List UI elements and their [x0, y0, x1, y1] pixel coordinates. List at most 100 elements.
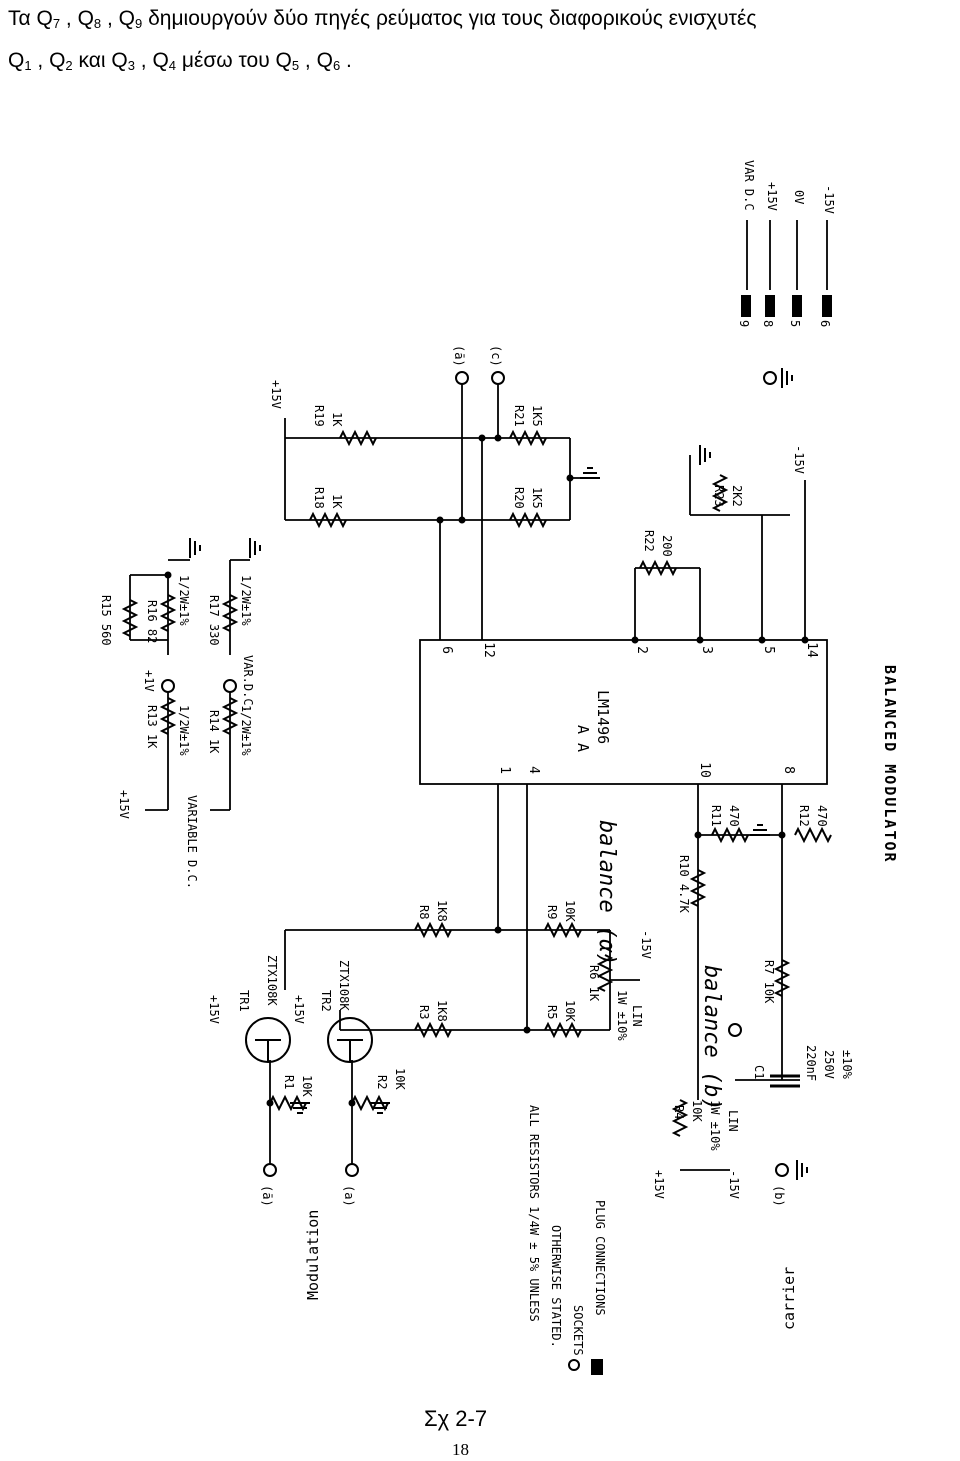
connector-label-0v: 0V [792, 190, 806, 204]
resistor-r20 [509, 513, 547, 527]
label-r23-value: 2K2 [730, 485, 744, 507]
ic-part: LM1496 [594, 690, 612, 744]
ground-icon [796, 1159, 808, 1181]
label-r19-value: 1K [330, 412, 344, 427]
label-r8-value: 1K8 [435, 900, 449, 922]
sockets [161, 371, 789, 1177]
ic-pin-10: 10 [697, 762, 712, 778]
label-r9: R9 [545, 905, 559, 919]
label-r20-value: 1K5 [530, 487, 544, 509]
label-r16: R16 82 [145, 600, 159, 643]
connector-pin-5: 5 [788, 320, 802, 327]
modulation-label: Modulation [304, 1210, 322, 1300]
label-r7: R7 10K [762, 960, 776, 1004]
label-m15v-r4: -15V [727, 1170, 741, 1199]
ground-icon [249, 537, 261, 559]
plug-connectors [741, 295, 832, 317]
label-r21: R21 [512, 405, 526, 427]
label-r6-lin: LIN [630, 1005, 644, 1027]
label-r21-value: 1K5 [530, 405, 544, 427]
label-tr2: TR2 [319, 990, 333, 1012]
label-r19: R19 [312, 405, 326, 427]
ic-pin-2: 2 [634, 646, 649, 654]
label-r4-value: 10K [690, 1100, 704, 1122]
connector-label-var-dc: VAR D.C [742, 160, 756, 211]
resistor-r7 [775, 959, 789, 997]
capacitor-c1-icon [770, 1074, 800, 1088]
label-r4-lin: LIN [726, 1110, 740, 1132]
label-r22: R22 [642, 530, 656, 552]
resistor-r15 [123, 599, 137, 637]
ground-icon [579, 467, 601, 479]
label-m15v-right: -15V [792, 445, 806, 474]
ic-name: A A [574, 725, 592, 752]
resistor-r17 [223, 594, 237, 632]
label-r14: R14 1K [207, 710, 221, 754]
label-tr2-part: ZTX108K [337, 960, 351, 1011]
ic-pin-6: 6 [439, 646, 454, 654]
figure-caption: Σχ 2-7 [424, 1406, 488, 1431]
label-tr1: TR1 [237, 990, 251, 1012]
label-p15v-top: +15V [269, 380, 283, 409]
resistor-r3 [414, 1023, 452, 1037]
socket-c-icon [491, 371, 505, 385]
label-r1: R1 [282, 1075, 296, 1089]
carrier-label: carrier [780, 1267, 798, 1330]
ground-icon [699, 444, 711, 466]
label-r4-note: 1W ±10% [708, 1100, 722, 1151]
label-r18: R18 [312, 487, 326, 509]
resistor-r10 [691, 869, 705, 907]
intro-text: Τα Q7 , Q8 , Q9 δημιουργούν δύο πηγές ρε… [8, 0, 953, 84]
plug-9-icon [741, 295, 751, 317]
label-c1-tol: ±10% [840, 1050, 854, 1080]
ic-pin-8: 8 [781, 766, 796, 774]
label-r15: R15 560 [99, 595, 113, 646]
label-variable-dc: VARIABLE D.C. [185, 795, 199, 889]
ic-body [419, 639, 828, 785]
label-r17: R17 330 [207, 595, 221, 646]
label-r16-tol: 1/2W±1% [177, 575, 191, 626]
label-r4: R4 [672, 1105, 686, 1119]
label-r3: R3 [417, 1005, 431, 1019]
balance-b-label: balance (b) [699, 965, 724, 1111]
label-r6: R6 1K [587, 965, 601, 1002]
balanced-modulator-schematic: 6 12 2 3 5 14 1 4 10 8 A A LM1496 [99, 160, 899, 1375]
label-r3-value: 1K8 [435, 1000, 449, 1022]
label-r1-value: 10K [300, 1075, 314, 1097]
label-r9-value: 10K [563, 900, 577, 922]
label-r8: R8 [417, 905, 431, 919]
label-r14-tol: 1/2W±1% [239, 705, 253, 756]
label-r10: R10 4.7K [677, 855, 691, 914]
label-tr1-part: ZTX108K [265, 955, 279, 1006]
ic-pin-5: 5 [761, 646, 776, 654]
label-r13: R13 1K [145, 705, 159, 749]
balance-a-label: balance (α) [594, 820, 619, 966]
label-r5-value: 10K [563, 1000, 577, 1022]
terminal-abar: (ā) [260, 1185, 274, 1207]
page-number: 18 [452, 1440, 469, 1459]
connector-pin-6: 6 [818, 320, 832, 327]
socket-r7-icon [728, 1023, 742, 1037]
resistor-r5 [544, 1023, 582, 1037]
ground-icon [749, 824, 771, 836]
label-p15v-tr1: +15V [207, 995, 221, 1024]
label-r2: R2 [375, 1075, 389, 1089]
legend-line-2: OTHERWISE STATED. [549, 1225, 563, 1348]
connector-label-m15v: -15V [822, 185, 836, 214]
legend-symbols [568, 1359, 603, 1375]
label-c1-voltage: 250V [822, 1050, 836, 1079]
resistor-r16 [161, 594, 175, 632]
socket-b-icon [775, 1163, 789, 1177]
connector-label-15v: +15V [765, 182, 779, 211]
schematic-title: BALANCED MODULATOR [881, 665, 899, 864]
socket-var-dc-icon [223, 679, 237, 693]
label-plus1v: +1V [142, 670, 156, 692]
label-r6-note: 1W ±10% [615, 990, 629, 1041]
resistor-r13 [161, 697, 175, 735]
resistor-r22 [639, 561, 677, 575]
component-labels: 9 8 5 6 VAR D.C +15V 0V -15V (ā) (c) (ā)… [99, 160, 854, 1356]
junction-dots [164, 434, 809, 1107]
label-r20: R20 [512, 487, 526, 509]
plug-5-icon [792, 295, 802, 317]
intro-line-1: Τα Q7 , Q8 , Q9 δημιουργούν δύο πηγές ρε… [8, 7, 757, 31]
